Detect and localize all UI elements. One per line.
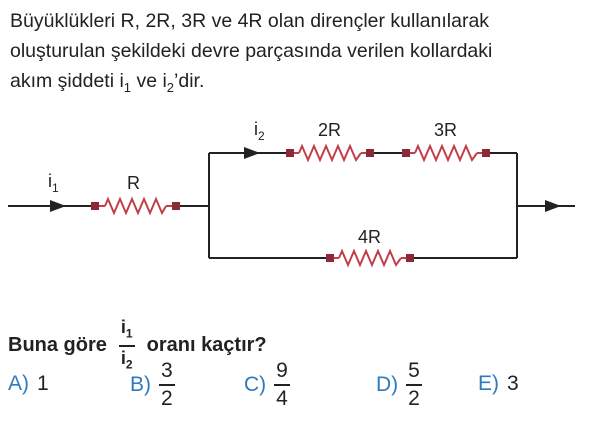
arrow-i2-icon bbox=[244, 147, 260, 159]
option-a[interactable]: A) 1 bbox=[8, 372, 49, 396]
label-r: R bbox=[127, 173, 140, 193]
option-e[interactable]: E) 3 bbox=[478, 372, 519, 396]
ratio-fraction: i1 i2 bbox=[118, 316, 135, 375]
intro-line-3: akım şiddeti i1 ve i2’dir. bbox=[10, 70, 205, 95]
option-d-letter: D) bbox=[376, 372, 399, 396]
label-2r: 2R bbox=[318, 120, 341, 140]
label-i1: i1 bbox=[48, 171, 59, 195]
intro-line-2: oluşturulan şekildeki devre parçasında v… bbox=[10, 40, 493, 62]
question-intro: Büyüklükleri R, 2R, 3R ve 4R olan direnç… bbox=[10, 6, 600, 103]
option-e-letter: E) bbox=[478, 372, 499, 395]
circuit-diagram: i1 R i2 2R 3R 4R bbox=[8, 119, 575, 268]
resistor-3r bbox=[402, 143, 490, 163]
option-e-value: 3 bbox=[507, 372, 519, 395]
option-c-letter: C) bbox=[244, 372, 267, 396]
resistor-4r bbox=[326, 248, 414, 268]
resistor-2r bbox=[286, 143, 374, 163]
question-prompt: Buna göre i1 i2 oranı kaçtır? bbox=[8, 316, 267, 375]
resistor-r bbox=[91, 196, 180, 216]
option-a-letter: A) bbox=[8, 372, 29, 395]
arrow-out-icon bbox=[545, 200, 561, 212]
label-4r: 4R bbox=[358, 227, 381, 247]
question-pre: Buna göre bbox=[8, 334, 107, 357]
ratio-denominator: i2 bbox=[120, 347, 133, 372]
label-i2: i2 bbox=[254, 119, 265, 143]
question-post: oranı kaçtır? bbox=[146, 334, 267, 357]
arrow-i1-icon bbox=[50, 200, 66, 212]
option-a-value: 1 bbox=[37, 372, 49, 395]
intro-line-1: Büyüklükleri R, 2R, 3R ve 4R olan direnç… bbox=[10, 10, 490, 32]
ratio-numerator: i1 bbox=[120, 317, 133, 341]
option-b-letter: B) bbox=[130, 372, 151, 396]
label-3r: 3R bbox=[434, 120, 457, 140]
